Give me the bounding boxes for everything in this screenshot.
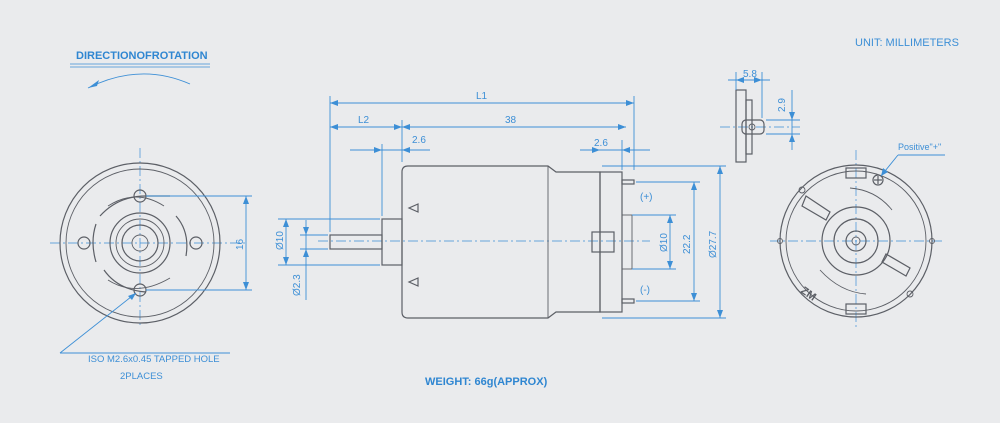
rear-view: ZM (770, 150, 945, 330)
shaft-step-2-6-dimension: 2.6 (350, 135, 430, 216)
rotation-arrow-icon (87, 73, 191, 89)
l1-dimension: L1 (329, 91, 635, 232)
weight-label: WEIGHT: 66g(APPROX) (425, 376, 548, 388)
dim-dia10-front-text: Ø10 (275, 231, 286, 250)
dim-2-6-front-text: 2.6 (412, 135, 426, 146)
brand-mark: ZM (798, 285, 818, 304)
front-boss-dimensions: Ø10 Ø2.3 (275, 218, 380, 300)
dim-22-2-text: 22.2 (682, 234, 693, 254)
dim-2-9-text: 2.9 (777, 98, 788, 112)
dim-dia10-rear-text: Ø10 (659, 233, 670, 252)
dim-dia27-7-text: Ø27.7 (708, 230, 719, 258)
front-view (50, 148, 245, 325)
dim-l2-text: L2 (358, 115, 370, 126)
tapped-hole-label: ISO M2.6x0.45 TAPPED HOLE (88, 354, 220, 365)
l2-38-dimension: L2 38 (330, 115, 626, 162)
direction-of-rotation-label: DIRECTIONOFROTATION (76, 50, 208, 62)
rear-2-6-dimension: 2.6 (580, 138, 650, 170)
dim-dia2-3-text: Ø2.3 (292, 274, 303, 296)
bolt-16-dimension: 16 (146, 195, 252, 291)
unit-label: UNIT: MILLIMETERS (855, 37, 959, 49)
dim-5-8-text: 5.8 (743, 69, 757, 80)
terminal-plus-label: (+) (640, 192, 653, 203)
dim-38-text: 38 (505, 115, 517, 126)
dim-16-text: 16 (235, 238, 246, 250)
positive-label: Positive"+" (898, 142, 941, 152)
positive-callout: Positive"+" (880, 142, 945, 177)
terminal-detail: 5.8 2.9 (720, 69, 800, 163)
dim-l1-text: L1 (476, 91, 488, 102)
rear-dimensions: Ø10 22.2 Ø27.7 (+) (-) (602, 165, 726, 319)
dim-2-6-rear-text: 2.6 (594, 138, 608, 149)
side-view (318, 165, 650, 319)
two-places-label: 2PLACES (120, 371, 163, 382)
tapped-hole-callout: ISO M2.6x0.45 TAPPED HOLE 2PLACES (59, 292, 230, 382)
terminal-minus-label: (-) (640, 285, 650, 296)
